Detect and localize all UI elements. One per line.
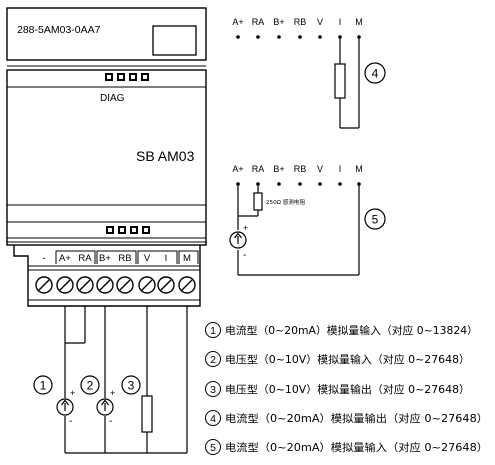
current-source-icon	[229, 231, 247, 249]
sense-resistor	[253, 192, 263, 211]
polarity-plus: +	[70, 388, 75, 398]
svg-text:电流型（0~20mA）模拟量输出（对应 0~27648）: 电流型（0~20mA）模拟量输出（对应 0~27648）	[225, 412, 488, 425]
circled-number-1: 1	[33, 375, 53, 395]
detail-5-labels: A+ RA B+ RB V I M	[232, 164, 362, 174]
svg-text:电压型（0~10V）模拟量输入（对应 0~27648）: 电压型（0~10V）模拟量输入（对应 0~27648）	[225, 353, 470, 366]
legend-item: 1 电流型（0~20mA）模拟量输入（对应 0~13824）	[205, 322, 478, 338]
terminal-label: V	[144, 253, 151, 264]
status-led	[106, 226, 114, 234]
screw-terminal	[138, 276, 156, 294]
diag-label: DIAG	[100, 93, 125, 104]
svg-text:2: 2	[210, 354, 216, 366]
svg-text:5: 5	[372, 213, 379, 227]
diag-led	[105, 73, 113, 81]
svg-text:4: 4	[210, 413, 216, 425]
terminal-label: I	[165, 253, 168, 264]
legend-item: 4 电流型（0~20mA）模拟量输出（对应 0~27648）	[205, 410, 488, 426]
detail-4-wiring	[334, 37, 360, 129]
svg-text:RB: RB	[294, 164, 307, 174]
svg-text:电流型（0~20mA）模拟量输入（对应 0~13824）: 电流型（0~20mA）模拟量输入（对应 0~13824）	[225, 324, 478, 337]
polarity-plus: +	[243, 223, 248, 233]
svg-text:电压型（0~10V）模拟量输出（对应 0~27648）: 电压型（0~10V）模拟量输出（对应 0~27648）	[225, 383, 470, 396]
detail-5-wiring	[237, 184, 360, 276]
module-label-window	[152, 25, 197, 56]
svg-text:I: I	[339, 17, 342, 27]
svg-text:B+: B+	[273, 164, 284, 174]
screw-terminal	[76, 276, 94, 294]
bottom-wiring	[64, 306, 188, 454]
terminal-label: RA	[78, 253, 92, 264]
svg-text:B+: B+	[273, 17, 284, 27]
svg-text:电流型（0~20mA）模拟量输入（对应 0~27648）: 电流型（0~20mA）模拟量输入（对应 0~27648）	[225, 441, 488, 454]
svg-text:3: 3	[210, 384, 216, 396]
svg-text:V: V	[317, 17, 323, 27]
terminal-label: B+	[99, 253, 111, 264]
current-source-icon	[56, 398, 74, 416]
screw-terminal	[157, 276, 175, 294]
resistor	[141, 395, 153, 433]
circled-number-4: 4	[364, 62, 386, 84]
polarity-minus: -	[243, 250, 246, 261]
detail-4-dots	[236, 35, 361, 39]
svg-text:A+: A+	[232, 164, 243, 174]
module-main-body	[6, 69, 207, 246]
status-led	[130, 226, 138, 234]
module-model-label: SB AM03	[136, 148, 195, 164]
terminal-label: -	[42, 253, 45, 264]
diag-led	[141, 73, 149, 81]
diag-led-row	[105, 73, 149, 81]
legend: 1 电流型（0~20mA）模拟量输入（对应 0~13824） 2 电压型（0~1…	[205, 322, 488, 455]
status-led-row	[106, 226, 150, 234]
svg-text:5: 5	[210, 442, 216, 454]
screw-terminal	[178, 276, 196, 294]
diag-led	[129, 73, 137, 81]
svg-text:RA: RA	[252, 164, 265, 174]
svg-text:1: 1	[40, 379, 47, 393]
sb-am03-module	[6, 7, 207, 307]
circled-number-5: 5	[364, 208, 386, 230]
svg-text:M: M	[355, 17, 363, 27]
svg-text:I: I	[339, 164, 342, 174]
svg-text:A+: A+	[232, 17, 243, 27]
terminal-labels: - A+ RA B+ RB V I M	[42, 253, 191, 264]
svg-text:RB: RB	[294, 17, 307, 27]
circled-number-2: 2	[80, 375, 100, 395]
detail-5-dots	[236, 182, 361, 186]
legend-item: 5 电流型（0~20mA）模拟量输入（对应 0~27648）	[205, 439, 488, 455]
status-led	[142, 226, 150, 234]
screw-terminal	[35, 276, 53, 294]
svg-text:M: M	[355, 164, 363, 174]
polarity-minus: -	[109, 416, 112, 427]
legend-item: 2 电压型（0~10V）模拟量输入（对应 0~27648）	[205, 351, 470, 367]
screw-terminal	[56, 276, 74, 294]
polarity-minus: -	[69, 416, 72, 427]
svg-text:RA: RA	[252, 17, 265, 27]
detail-4-labels: A+ RA B+ RB V I M	[232, 17, 362, 27]
terminal-group-brackets	[55, 250, 199, 264]
svg-text:4: 4	[372, 67, 379, 81]
load-resistor	[334, 63, 346, 99]
legend-item: 3 电压型（0~10V）模拟量输出（对应 0~27648）	[205, 381, 470, 397]
screw-terminal	[96, 276, 114, 294]
svg-text:3: 3	[128, 379, 135, 393]
polarity-plus: +	[110, 388, 115, 398]
terminal-block-frame	[13, 245, 201, 307]
svg-text:V: V	[317, 164, 323, 174]
circled-number-3: 3	[121, 375, 141, 395]
screw-terminals	[35, 276, 196, 294]
screw-terminal	[116, 276, 134, 294]
terminal-label: RB	[118, 253, 131, 264]
svg-text:1: 1	[210, 325, 216, 337]
status-led	[118, 226, 126, 234]
svg-text:2: 2	[87, 379, 94, 393]
diag-led	[117, 73, 125, 81]
terminal-label: A+	[59, 253, 71, 264]
sense-resistor-label: 250Ω 感测电阻	[266, 198, 306, 206]
terminal-label: M	[183, 253, 191, 264]
voltage-source-icon	[96, 398, 114, 416]
module-part-number: 288-5AM03-0AA7	[17, 24, 101, 36]
